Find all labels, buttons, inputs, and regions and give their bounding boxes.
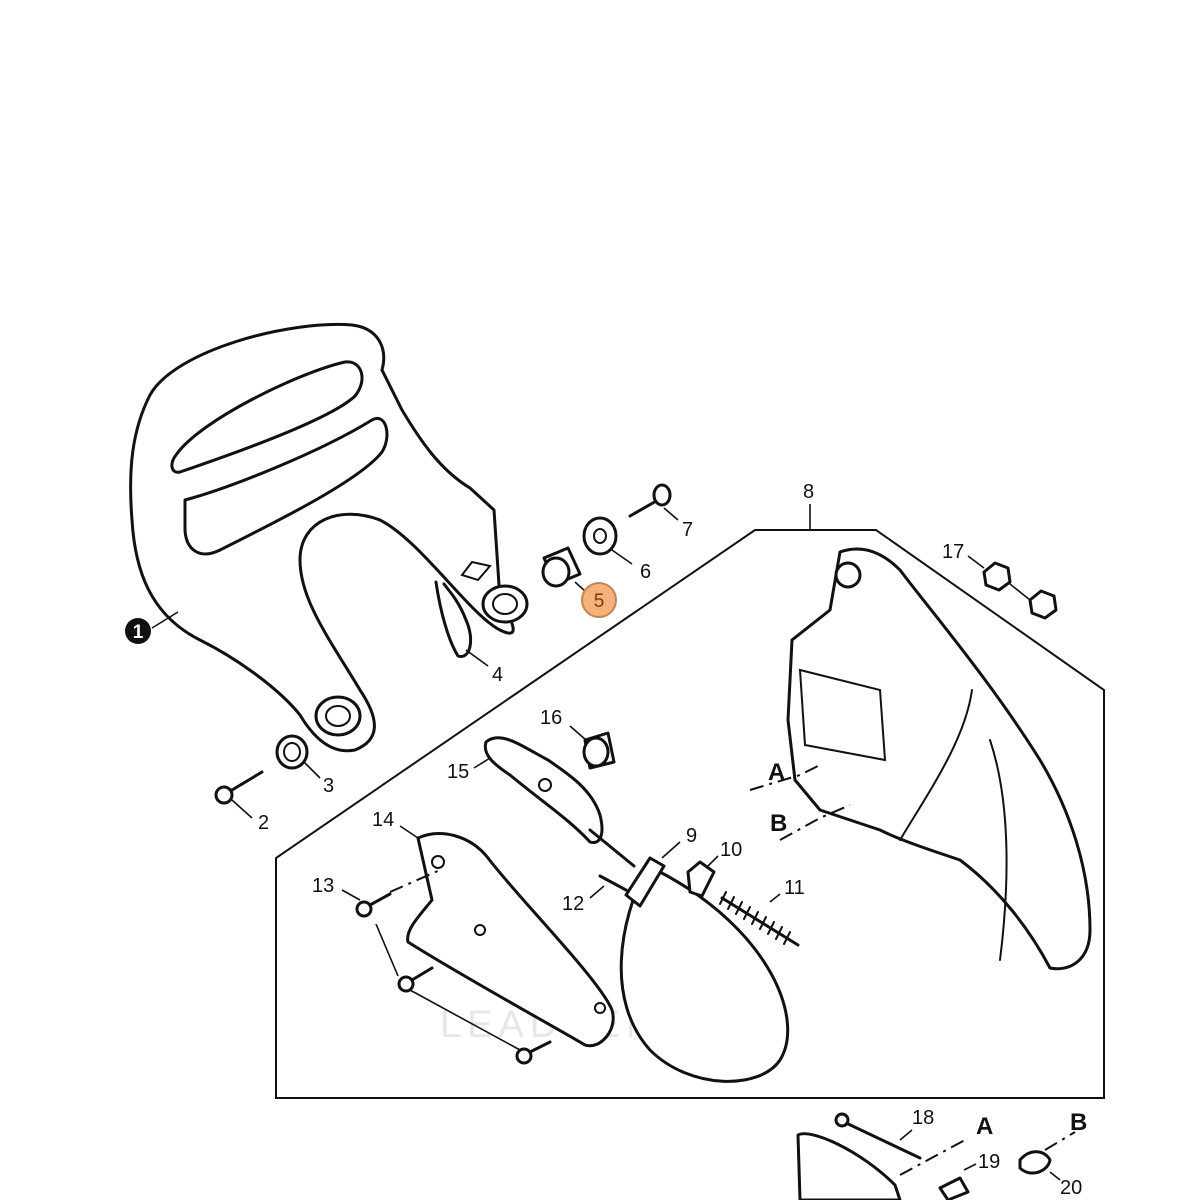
lower-assembly[interactable] xyxy=(796,1112,1052,1200)
nut-part-17[interactable] xyxy=(982,561,1058,620)
leader-17b xyxy=(1009,583,1031,601)
leader-18 xyxy=(899,1129,913,1141)
sleeve-part-5[interactable] xyxy=(541,546,582,588)
callout-18[interactable]: 18 xyxy=(912,1107,934,1129)
connector-b: B xyxy=(770,810,787,837)
leader-13-lower xyxy=(375,923,521,1051)
callout-2[interactable]: 2 xyxy=(258,812,269,834)
screw-part-2[interactable] xyxy=(214,770,264,805)
spring-part-11[interactable] xyxy=(719,891,800,947)
assembly-line-a-lower xyxy=(899,1139,966,1176)
leader-6 xyxy=(611,549,633,565)
leader-11 xyxy=(769,893,781,903)
leader-7 xyxy=(663,507,679,521)
block-part-10[interactable] xyxy=(686,860,716,898)
leader-20 xyxy=(1049,1171,1061,1181)
callout-5-label: 5 xyxy=(594,591,605,612)
leader-12 xyxy=(589,885,605,899)
callout-20[interactable]: 20 xyxy=(1060,1177,1082,1199)
leader-3 xyxy=(303,761,321,779)
cover-plate-part-14[interactable] xyxy=(406,832,615,1048)
callout-1-badge xyxy=(125,618,151,644)
connector-a: A xyxy=(768,759,785,786)
callout-4[interactable]: 4 xyxy=(492,664,503,686)
leader-19 xyxy=(963,1163,977,1171)
assembly-line-13 xyxy=(389,869,441,893)
connector-a-lower: A xyxy=(976,1113,993,1140)
callout-5-badge xyxy=(581,582,617,618)
leader-10 xyxy=(707,855,719,867)
callout-15[interactable]: 15 xyxy=(447,761,469,783)
leader-16 xyxy=(569,725,587,741)
callout-9[interactable]: 9 xyxy=(686,825,697,847)
leader-14 xyxy=(399,825,419,839)
spring-clip-part-4[interactable] xyxy=(434,580,473,658)
leader-4 xyxy=(465,649,489,667)
leader-9 xyxy=(661,841,681,859)
callout-10[interactable]: 10 xyxy=(720,839,742,861)
callout-12[interactable]: 12 xyxy=(562,893,584,915)
callout-1-label: 1 xyxy=(133,622,144,643)
callout-17[interactable]: 17 xyxy=(942,541,964,563)
callout-3[interactable]: 3 xyxy=(323,775,334,797)
hand-guard-part[interactable] xyxy=(129,322,529,753)
connector-b-lower: B xyxy=(1070,1109,1087,1136)
leader-2 xyxy=(231,799,253,819)
sleeve-part-16[interactable] xyxy=(582,731,616,770)
callout-16[interactable]: 16 xyxy=(540,707,562,729)
callout-1[interactable]: 1 xyxy=(125,618,151,644)
callout-5-highlighted[interactable]: 5 xyxy=(581,582,617,618)
screw-part-13[interactable] xyxy=(355,892,552,1065)
leader-17 xyxy=(967,555,985,569)
callout-6[interactable]: 6 xyxy=(640,561,651,583)
callout-13[interactable]: 13 xyxy=(312,875,334,897)
assembly-line-b xyxy=(779,804,851,841)
washer-part-6[interactable] xyxy=(582,516,618,556)
leader-15 xyxy=(473,757,491,769)
screw-part-7[interactable] xyxy=(628,483,672,518)
callout-8[interactable]: 8 xyxy=(803,481,814,503)
assembly-line-b-lower xyxy=(1044,1131,1076,1151)
assembly-line-a xyxy=(749,764,821,791)
chain-brake-housing-part-8[interactable] xyxy=(786,547,1092,971)
callout-7[interactable]: 7 xyxy=(682,519,693,541)
assembly-group-outline xyxy=(275,529,1105,1099)
leader-13 xyxy=(341,889,361,901)
callout-14[interactable]: 14 xyxy=(372,809,394,831)
bushing-part-3[interactable] xyxy=(275,734,309,770)
leader-1 xyxy=(151,611,179,629)
brake-band-part-9[interactable] xyxy=(619,856,790,1083)
lever-part-15[interactable] xyxy=(483,736,636,868)
callout-19[interactable]: 19 xyxy=(978,1151,1000,1173)
callout-11[interactable]: 11 xyxy=(784,877,805,899)
pin-part-12[interactable] xyxy=(598,874,628,892)
